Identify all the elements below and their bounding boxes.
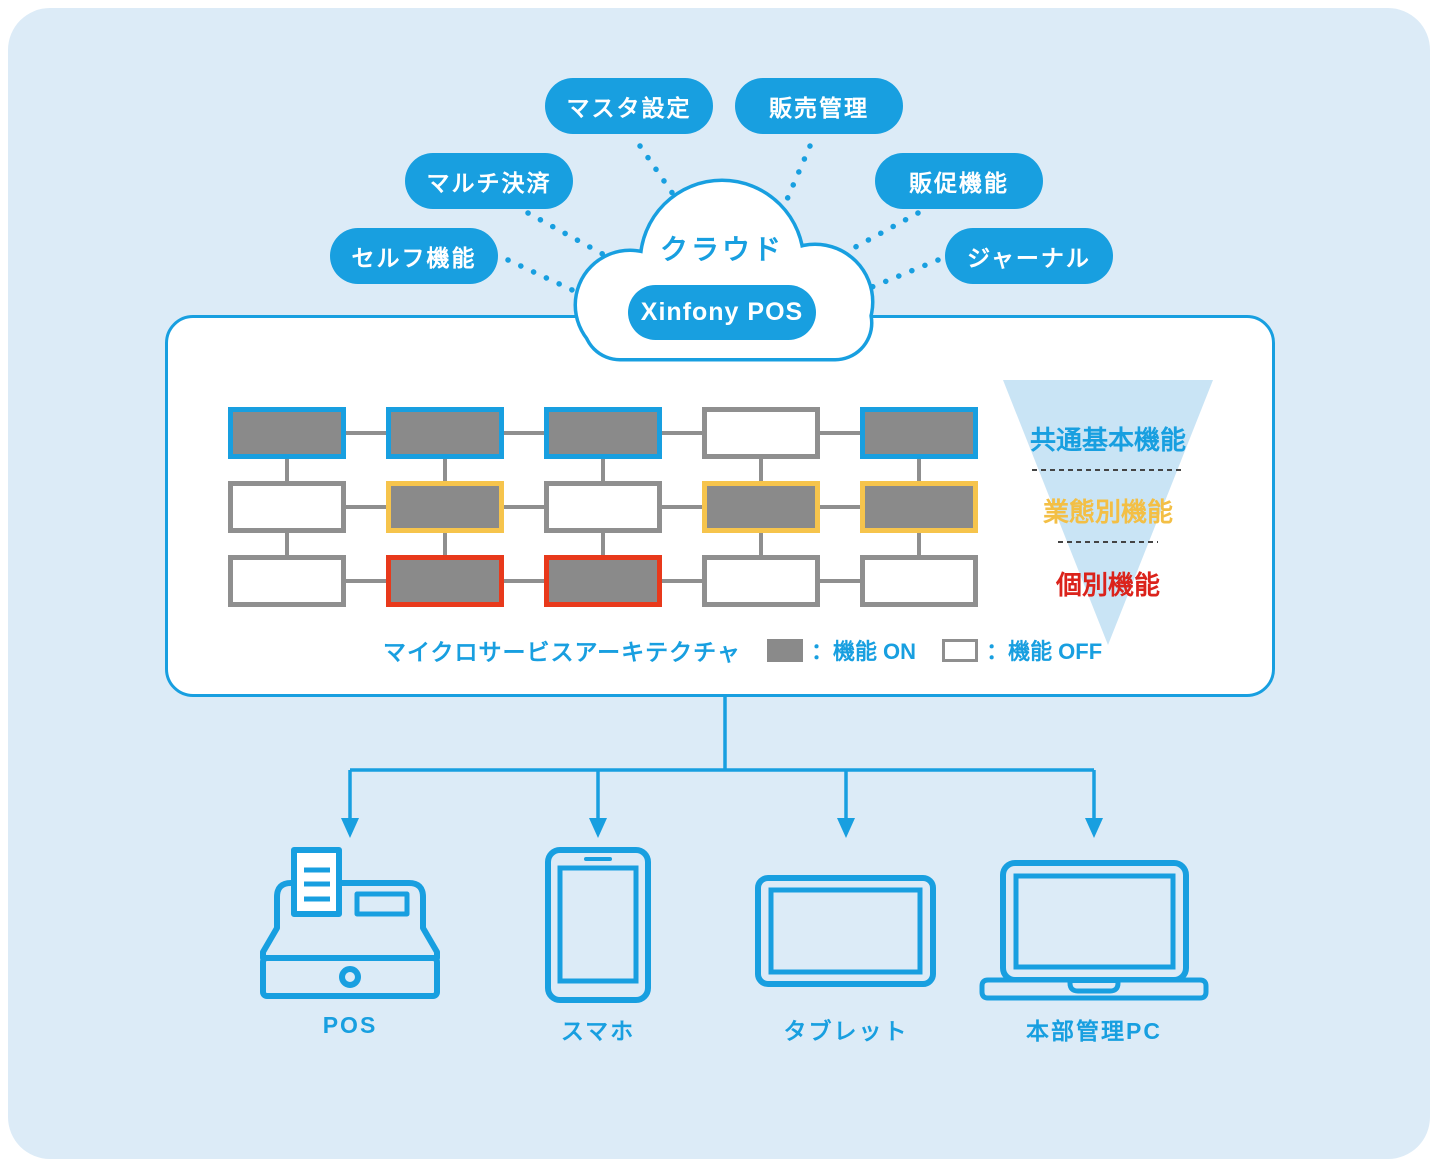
feature-bubble-journal: ジャーナル xyxy=(945,228,1113,284)
tier-label-individual: 個別機能 xyxy=(1055,570,1161,600)
service-box-format-2-on xyxy=(386,481,504,533)
service-box-individual-3-on xyxy=(544,555,662,607)
legend-off-group: ：機能 OFF xyxy=(942,634,1102,666)
service-box-format-4-on xyxy=(702,481,820,533)
legend-on-group: ：機能 ON xyxy=(766,634,917,666)
service-box-common-1-on xyxy=(228,407,346,459)
service-box-format-3-off xyxy=(544,481,662,533)
device-label-hq-pc: 本部管理PC xyxy=(1026,1018,1162,1044)
feature-bubble-promotion: 販促機能 xyxy=(875,153,1043,209)
device-label-tablet: タブレット xyxy=(783,1018,909,1044)
device-label-pos: POS xyxy=(322,1012,378,1038)
device-label-smartphone: スマホ xyxy=(560,1018,636,1044)
service-box-individual-4-off xyxy=(702,555,820,607)
legend-off-label: ：機能 OFF xyxy=(986,639,1103,664)
legend-on-swatch xyxy=(766,638,803,662)
service-box-individual-5-off xyxy=(860,555,978,607)
feature-bubble-self-function: セルフ機能 xyxy=(330,228,498,284)
legend-off-swatch xyxy=(942,638,979,662)
legend-title: マイクロサービスアーキテクチャ xyxy=(383,639,741,665)
tier-label-common: 共通基本機能 xyxy=(1029,425,1187,455)
service-box-format-5-on xyxy=(860,481,978,533)
service-box-format-1-off xyxy=(228,481,346,533)
grid-legend: マイクロサービスアーキテクチャ ：機能 ON ：機能 OFF xyxy=(383,633,1102,667)
service-box-common-3-on xyxy=(544,407,662,459)
service-box-common-2-on xyxy=(386,407,504,459)
feature-bubble-multi-payment: マルチ決済 xyxy=(405,153,573,209)
cloud-title: クラウド xyxy=(659,234,785,265)
tier-label-format: 業態別機能 xyxy=(1042,497,1174,527)
legend-on-label: ：機能 ON xyxy=(810,639,917,664)
service-box-individual-2-on xyxy=(386,555,504,607)
feature-bubble-sales-management: 販売管理 xyxy=(735,78,903,134)
service-box-individual-1-off xyxy=(228,555,346,607)
service-box-common-5-on xyxy=(860,407,978,459)
product-badge: Xinfony POS xyxy=(628,285,816,340)
service-box-common-4-off xyxy=(702,407,820,459)
feature-bubble-master-settings: マスタ設定 xyxy=(545,78,713,134)
